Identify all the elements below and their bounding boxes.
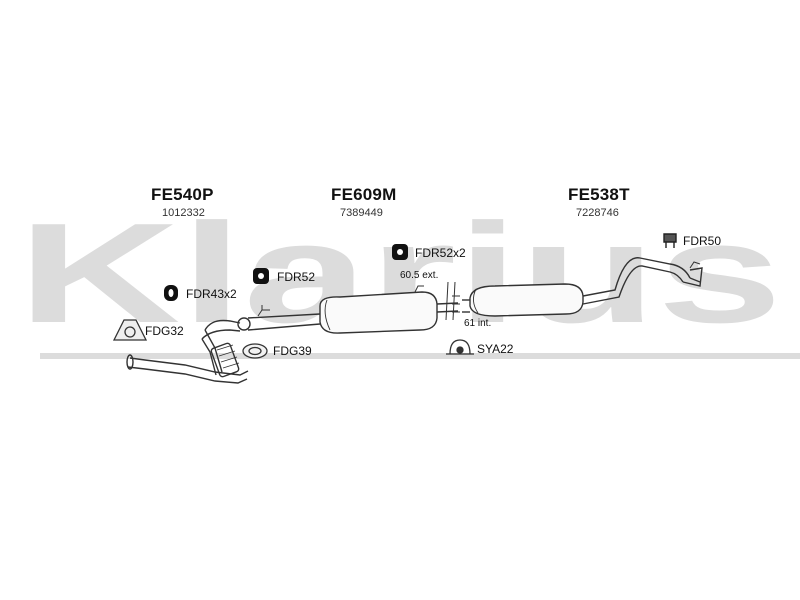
part-label-fdr52x2: FDR52x2 <box>415 246 466 260</box>
clamp-sya22-icon <box>446 339 474 355</box>
section-ref-front: 1012332 <box>162 207 205 219</box>
part-label-fdr43x2: FDR43x2 <box>186 287 237 301</box>
hanger-fdr52-icon <box>253 268 269 284</box>
section-ref-rear: 7228746 <box>576 207 619 219</box>
section-code-front: FE540P <box>151 185 214 204</box>
note-61-int: 61 int. <box>464 318 492 329</box>
hanger-fdr43x2-icon <box>164 285 178 301</box>
section-code-middle: FE609M <box>331 185 397 204</box>
pipe-joint-marks <box>445 281 460 321</box>
note-60-5-ext: 60.5 ext. <box>400 270 439 281</box>
gasket-fdg39-icon <box>242 343 268 359</box>
gasket-fdg32-icon <box>112 319 148 341</box>
watermark-underline <box>40 353 800 359</box>
part-label-fdr50: FDR50 <box>683 234 722 248</box>
part-label-sya22: SYA22 <box>477 342 514 356</box>
rear-silencer-drawing <box>462 257 703 317</box>
front-pipe-drawing <box>126 319 249 384</box>
part-label-fdg32: FDG32 <box>145 324 184 338</box>
section-ref-middle: 7389449 <box>340 207 383 219</box>
middle-silencer-drawing <box>237 285 459 334</box>
hanger-fdr50-icon <box>663 233 677 248</box>
part-label-fdg39: FDG39 <box>273 344 312 358</box>
hanger-fdr52x2-icon <box>392 244 408 260</box>
part-label-fdr52: FDR52 <box>277 270 316 284</box>
section-code-rear: FE538T <box>568 185 630 204</box>
